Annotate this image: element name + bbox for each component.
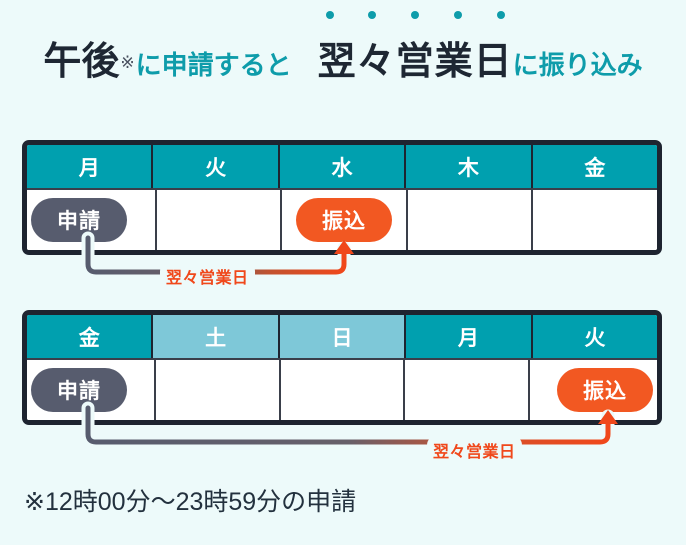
calendar-body-row: 申請 振込 [27,358,657,420]
calendar-body-row: 申請 振込 [27,188,657,250]
calendar-cell-empty [280,358,406,420]
calendar-cell-empty [533,188,657,250]
day-header-cell: 金 [27,315,154,358]
emphasis-dots-icon [318,11,513,19]
calendar-cell-empty [156,188,283,250]
calendar-header-row: 金 土 日 月 火 [27,315,657,358]
page-headline: 午後 ※ に申請すると 翌々営業日 に振り込み [0,11,686,100]
day-label: 金 [78,326,100,350]
day-label: 月 [78,156,100,180]
day-label: 水 [331,156,353,180]
footnote-text: ※12時00分〜23時59分の申請 [24,488,357,516]
reference-mark-icon: ※ [120,53,135,72]
day-header-cell: 月 [406,315,533,358]
day-label: 火 [584,326,606,350]
day-header-cell: 火 [153,145,280,188]
day-header-cell-weekend: 日 [279,315,407,358]
calendar-cell-empty [407,188,534,250]
headline-part3: に振り込み [512,50,643,80]
headline-emphasis-wrap: 翌々営業日 [317,11,513,85]
calendar-weekday-case: 月 火 水 木 金 申請 振込 [22,140,662,255]
calendar-cell-empty [405,358,531,420]
day-header-cell: 火 [532,315,657,358]
calendar-weekend-case: 金 土 日 月 火 申請 振込 [22,310,662,425]
calendar-cell-transfer: 振込 [282,188,408,250]
day-label: 火 [205,156,227,180]
apply-pill: 申請 [31,198,127,242]
day-label: 木 [457,156,479,180]
calendar-cell-apply: 申請 [27,358,156,420]
connector-label-2: 翌々営業日 [427,436,522,464]
headline-part1: 午後 [43,41,120,83]
headline-part2: に申請すると [135,50,292,80]
calendar-cell-transfer: 振込 [530,358,657,420]
day-header-cell: 水 [279,145,407,188]
day-label: 金 [584,156,606,180]
calendar-cell-empty [155,358,281,420]
day-label: 土 [205,326,227,350]
day-header-cell: 月 [27,145,154,188]
apply-pill: 申請 [31,368,127,412]
connector-label-1: 翌々営業日 [160,262,255,290]
transfer-pill: 振込 [556,368,653,412]
day-header-cell: 金 [532,145,657,188]
headline-emphasis-word: 翌々営業日 [317,41,513,83]
calendar-cell-apply: 申請 [27,188,157,250]
calendar-header-row: 月 火 水 木 金 [27,145,657,188]
day-header-cell: 木 [406,145,533,188]
day-header-cell-weekend: 土 [153,315,280,358]
transfer-pill: 振込 [295,198,392,242]
day-label: 月 [457,326,479,350]
day-label: 日 [331,326,353,350]
